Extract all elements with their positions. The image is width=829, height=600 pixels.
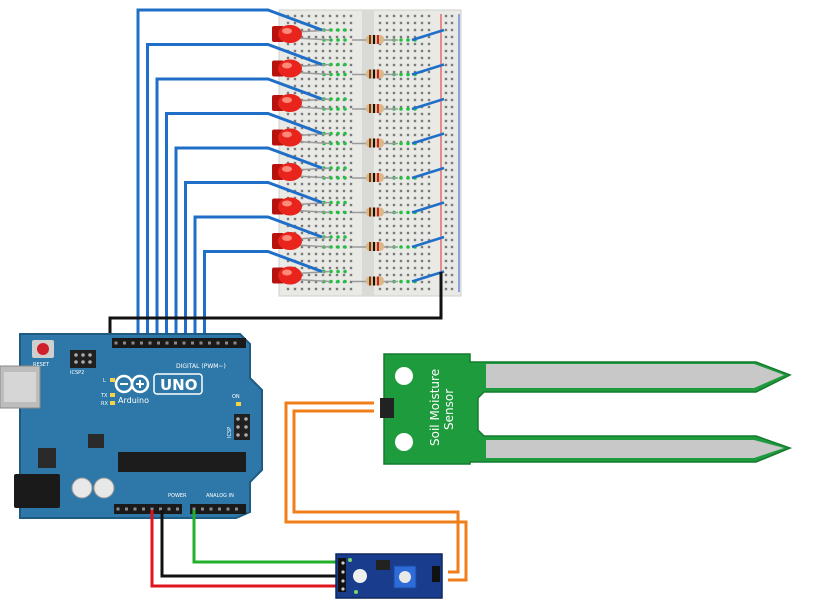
digital-pin-wires xyxy=(136,8,323,344)
arduino-logo xyxy=(114,374,150,394)
rail-jumper xyxy=(411,235,445,249)
led-rows xyxy=(272,25,445,286)
ground-wire-module xyxy=(160,510,338,578)
sensor-module-board xyxy=(335,553,443,599)
digital-wire xyxy=(174,146,323,344)
capacitor xyxy=(71,477,93,499)
digital-wire xyxy=(146,43,323,344)
rail-jumper xyxy=(411,166,445,180)
led xyxy=(278,94,302,112)
led-row xyxy=(272,25,445,44)
small-chip xyxy=(88,434,104,448)
led-row xyxy=(272,266,445,286)
led-row xyxy=(272,163,445,182)
ground-wire-breadboard xyxy=(108,272,443,342)
digital-wire xyxy=(203,250,323,344)
led-row xyxy=(272,128,445,148)
small-chip-2 xyxy=(38,448,56,468)
probe-wire-2 xyxy=(292,409,460,574)
analog-label: ANALOG IN xyxy=(206,493,234,499)
microcontroller-chip xyxy=(118,452,246,472)
rail-jumper xyxy=(411,63,445,76)
led xyxy=(278,25,302,43)
on-label: ON xyxy=(232,394,240,400)
digital-header-pins xyxy=(114,341,237,345)
l-label: L xyxy=(103,378,106,384)
led-row xyxy=(272,94,445,113)
rail-jumper xyxy=(411,97,445,111)
digital-wire xyxy=(193,215,323,344)
reset-label: RESET xyxy=(33,362,50,368)
soil-moisture-sensor: Soil Moisture Sensor xyxy=(380,353,793,465)
led xyxy=(278,266,302,285)
icsp2-label: ICSP2 xyxy=(70,370,84,376)
digital-wire xyxy=(184,181,323,344)
probe-wire-1 xyxy=(284,401,468,582)
led-row xyxy=(272,232,445,251)
power-jack xyxy=(14,474,60,508)
digital-wire xyxy=(155,77,323,344)
power-wire xyxy=(150,510,338,588)
digital-label: DIGITAL (PWM~) xyxy=(176,363,226,370)
led-row xyxy=(272,197,445,217)
power-header xyxy=(114,504,182,514)
breadboard xyxy=(278,9,462,297)
digital-wire xyxy=(136,8,323,344)
rail-jumper xyxy=(411,270,445,283)
digital-header xyxy=(112,338,246,348)
analog-wire xyxy=(192,510,336,564)
sensor-label-1: Soil Moisture xyxy=(428,369,442,446)
led xyxy=(278,59,302,78)
power-label: POWER xyxy=(168,493,187,499)
icsp-label: ICSP xyxy=(227,427,233,438)
sensor-connector xyxy=(380,398,394,418)
brand-label: Arduino xyxy=(118,396,149,405)
tx-label: TX xyxy=(100,393,108,399)
bottom-header-pins xyxy=(116,507,238,511)
rx-label: RX xyxy=(101,401,108,407)
rail-jumper xyxy=(411,201,445,214)
sensor-label-2: Sensor xyxy=(442,389,456,430)
led-row xyxy=(272,59,445,79)
rail-jumper xyxy=(411,28,445,42)
capacitor-2 xyxy=(93,477,115,499)
led xyxy=(278,163,302,181)
led xyxy=(278,128,302,147)
led xyxy=(278,232,302,250)
icsp2-header xyxy=(70,350,96,368)
digital-wire xyxy=(165,112,323,344)
model-label: UNO xyxy=(160,376,198,394)
icsp-header xyxy=(234,414,250,440)
arduino-uno-board: RESET ICSP2 DIGITAL (PWM~) Arduino UNO L… xyxy=(0,333,263,519)
led xyxy=(278,197,302,216)
rail-jumper xyxy=(411,132,445,145)
